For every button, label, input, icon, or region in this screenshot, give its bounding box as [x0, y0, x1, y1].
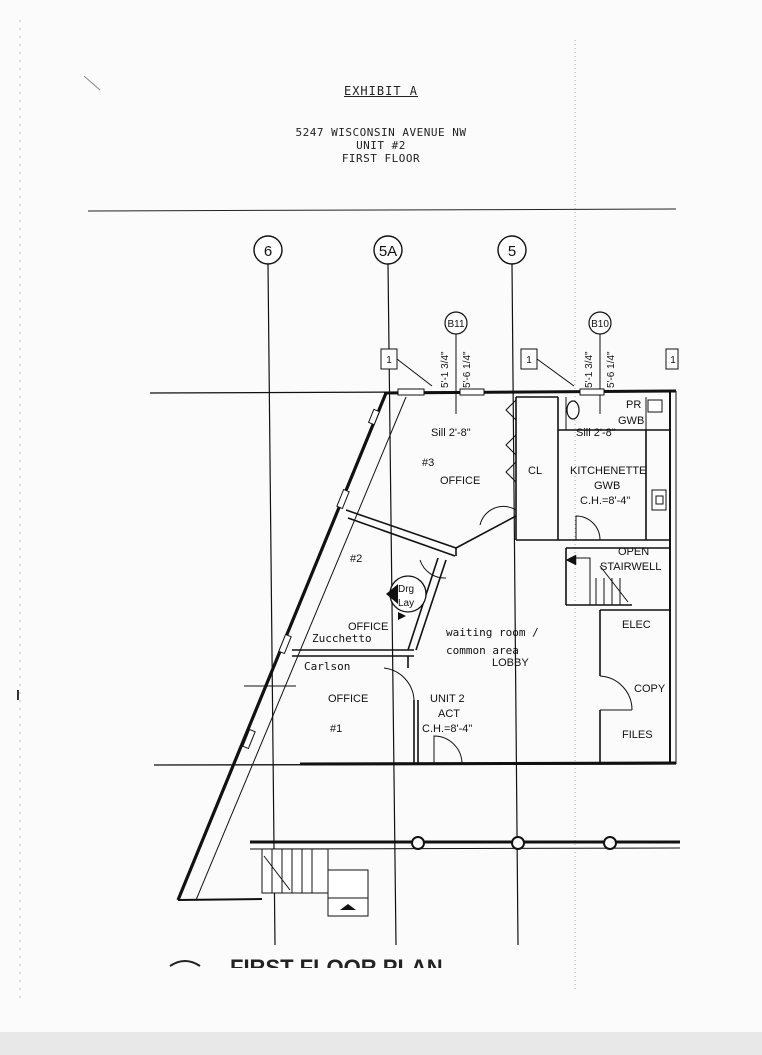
drg-label: Drg: [398, 584, 414, 595]
kitchenette-label: KITCHENETTE: [570, 465, 646, 477]
footer-caption: FIRST FLOOR PLAN: [169, 955, 443, 980]
copy-label: COPY: [634, 683, 666, 695]
unit-2-label: UNIT 2: [430, 693, 465, 705]
window-tag: 1: [665, 348, 679, 370]
grid-line-5a: [387, 263, 397, 946]
scan-mark: [83, 75, 101, 91]
waiting-room-label: waiting room /: [446, 626, 539, 639]
window-openings: [242, 388, 605, 750]
grid-marker-6: 6: [253, 235, 283, 265]
sill-label-1: Sill 2'-8": [431, 427, 471, 439]
toilet-fixture: [566, 400, 580, 420]
grid-marker-6-label: 6: [264, 243, 272, 260]
sill-label-2: Sill 2'-8": [576, 427, 616, 439]
interior-walls: [244, 396, 670, 765]
window-tag: 1: [380, 348, 433, 387]
pr-label: PR: [626, 399, 641, 411]
dimension-b10-b: 5'-6 1/4": [606, 351, 617, 388]
svg-text:1: 1: [526, 355, 532, 366]
occupant-carlson: Carlson: [304, 660, 350, 673]
office-2-label: OFFICE: [348, 621, 388, 633]
unit-ceiling-height: C.H.=8'-4": [422, 723, 472, 735]
stairwell-label: STAIRWELL: [600, 561, 661, 573]
footer-caption-text: FIRST FLOOR PLAN: [230, 955, 443, 980]
act-label: ACT: [438, 708, 460, 720]
window-tag: 1: [520, 348, 575, 387]
closet-label: CL: [528, 465, 542, 477]
dimension-b10-a: 5'-1 3/4": [584, 351, 595, 388]
occupant-zucchetto: Zucchetto: [312, 632, 372, 645]
exterior-beam: [249, 836, 681, 850]
grid-line-6: [267, 263, 276, 946]
address-unit: UNIT #2: [356, 139, 406, 152]
office-3-number: #3: [422, 457, 434, 469]
address-block: 5247 WISCONSIN AVENUE NW UNIT #2 FIRST F…: [0, 126, 762, 165]
svg-text:1: 1: [670, 355, 676, 366]
section-marker-b11: B11: [444, 311, 468, 414]
office-3-label: OFFICE: [440, 475, 480, 487]
grid-marker-5a-label: 5A: [379, 243, 397, 260]
grid-marker-5a: 5A: [373, 235, 403, 265]
address-street: 5247 WISCONSIN AVENUE NW: [295, 126, 467, 139]
lay-label: Lay: [398, 598, 414, 609]
section-marker-b10: B10: [588, 311, 612, 414]
address-floor: FIRST FLOOR: [341, 152, 421, 165]
lobby-label: LOBBY: [492, 657, 529, 669]
files-label: FILES: [622, 729, 653, 741]
dimension-b11-b: 5'-6 1/4": [462, 351, 473, 388]
svg-text:B11: B11: [447, 319, 464, 330]
svg-text:1: 1: [386, 355, 392, 366]
drg-lay-symbol: [386, 575, 427, 620]
grid-marker-5-label: 5: [508, 243, 516, 260]
svg-text:B10: B10: [591, 319, 609, 330]
elec-label: ELEC: [622, 619, 651, 631]
kitchen-appliance: [651, 489, 667, 511]
scan-bottom-band: [0, 1032, 762, 1055]
kitchenette-gwb-label: GWB: [594, 480, 620, 492]
kitchenette-ceiling-height: C.H.=8'-4": [580, 495, 630, 507]
grid-line-5: [511, 263, 519, 946]
dimension-b11-a: 5'-1 3/4": [440, 351, 451, 388]
grid-marker-5: 5: [497, 235, 527, 265]
exterior-stair: [261, 848, 369, 917]
office-1-label: OFFICE: [328, 693, 368, 705]
office-1-number: #1: [330, 723, 342, 735]
exhibit-title: EXHIBIT A: [343, 84, 419, 98]
pr-gwb-label: GWB: [618, 415, 644, 427]
sink-fixture: [647, 399, 663, 413]
office-2-number: #2: [350, 553, 362, 565]
header-divider: [87, 208, 677, 212]
common-area-label: common area: [446, 644, 519, 657]
open-label: OPEN: [618, 546, 649, 558]
